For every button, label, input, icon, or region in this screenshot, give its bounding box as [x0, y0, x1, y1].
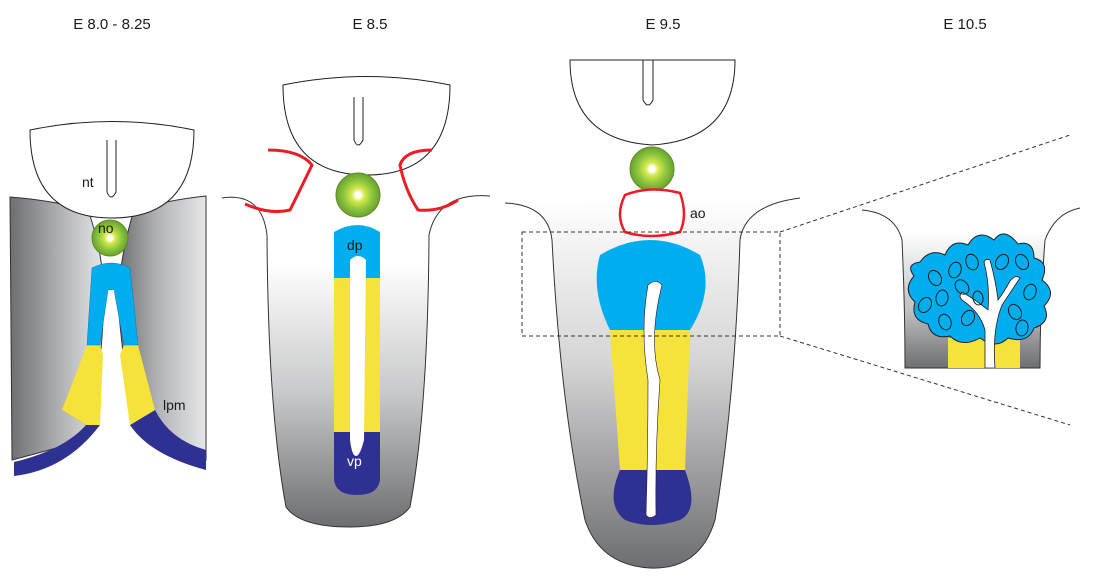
stage-e8-panel [10, 122, 206, 477]
notochord [630, 147, 674, 191]
label-ao: ao [690, 205, 706, 221]
label-dp: dp [347, 237, 363, 253]
stage-e10-5-panel [862, 208, 1080, 368]
stage-e9-5-panel [505, 60, 800, 568]
dorsal-aorta [620, 189, 684, 236]
notochord [336, 173, 380, 217]
label-vp: vp [347, 453, 362, 469]
gut-lumen [350, 256, 366, 456]
gut-tube-ventral [948, 338, 1020, 368]
label-lpm: lpm [163, 397, 186, 413]
label-no: no [98, 220, 114, 236]
label-nt: nt [82, 174, 94, 190]
